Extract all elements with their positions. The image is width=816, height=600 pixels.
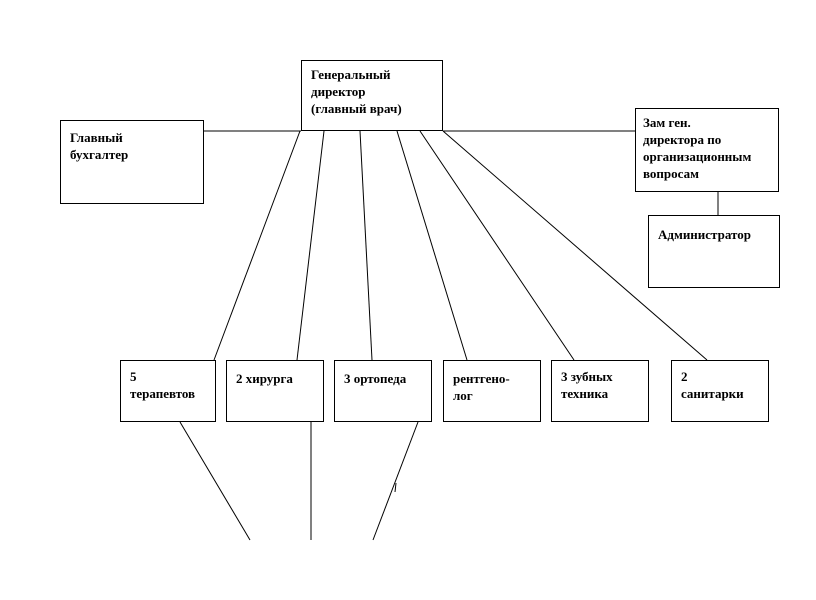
line-orthopedists-down xyxy=(372,421,419,541)
line-director-orthopedists xyxy=(359,130,373,361)
chief-accountant-box: Главный бухгалтер xyxy=(60,120,204,204)
line-director-radiologist xyxy=(396,130,468,361)
line-director-surgeons xyxy=(296,130,325,361)
deputy-director-box: Зам ген. директора по организационным во… xyxy=(635,108,779,192)
radiologist-box: рентгено- лог xyxy=(443,360,541,422)
line-director-therapists xyxy=(213,130,301,361)
administrator-box: Администратор xyxy=(648,215,780,288)
therapists-box: 5 терапевтов xyxy=(120,360,216,422)
general-director-box: Генеральный директор (главный врач) xyxy=(301,60,443,131)
orthopedists-box: 3 ортопеда xyxy=(334,360,432,422)
dental-technicians-box: 3 зубных техника xyxy=(551,360,649,422)
orderlies-box: 2 санитарки xyxy=(671,360,769,422)
line-director-orderlies xyxy=(442,130,708,361)
line-tick-mark xyxy=(394,482,397,493)
line-therapists-down xyxy=(179,421,251,541)
surgeons-box: 2 хирурга xyxy=(226,360,324,422)
line-director-technicians xyxy=(419,130,575,361)
